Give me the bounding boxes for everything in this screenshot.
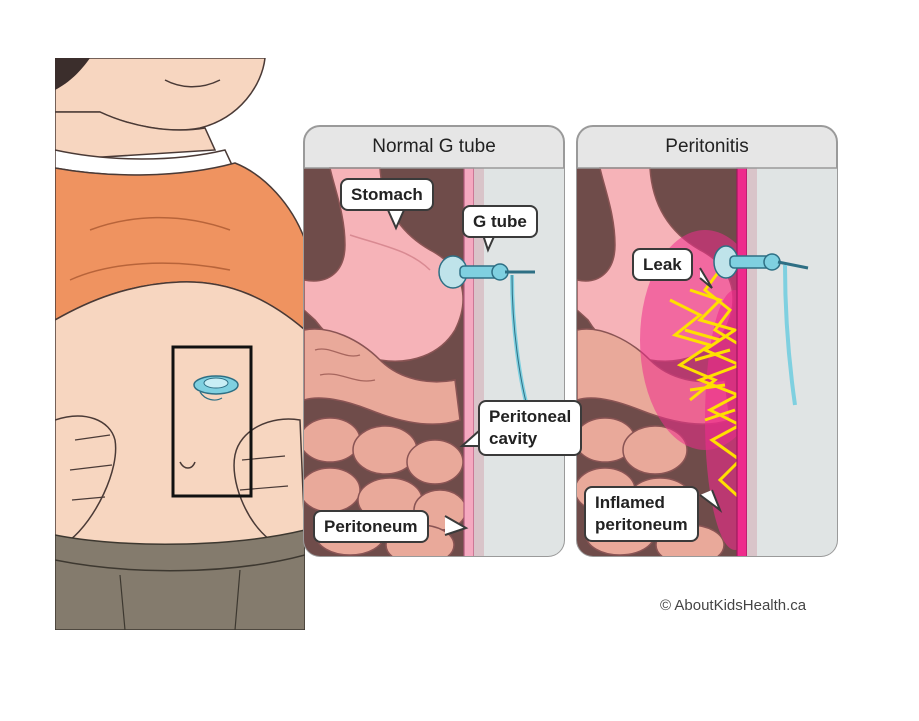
label-peritoneal-cavity-line1: Peritoneal	[489, 407, 572, 426]
label-inflamed-line1: Inflamed	[595, 493, 665, 512]
label-g-tube: G tube	[462, 205, 538, 238]
pants	[55, 529, 305, 630]
copyright-credit: © AboutKidsHealth.ca	[660, 597, 807, 614]
g-tube-peritonitis	[713, 245, 809, 406]
label-peritoneal-cavity: Peritoneal cavity	[478, 400, 583, 456]
label-peritoneum: Peritoneum	[313, 510, 429, 543]
zoom-box	[171, 345, 253, 498]
label-leak: Leak	[632, 248, 693, 281]
panel-title-normal: Normal G tube	[372, 136, 496, 157]
panel-title-peritonitis: Peritonitis	[665, 136, 749, 157]
peritoneum-inflamed	[736, 167, 748, 556]
g-tube-normal	[438, 255, 535, 411]
label-pointers	[387, 209, 723, 536]
leakage	[669, 269, 745, 502]
label-peritoneal-cavity-line2: cavity	[489, 429, 538, 448]
child-illustration	[55, 58, 305, 630]
g-tube-button	[193, 375, 239, 401]
label-stomach: Stomach	[340, 178, 434, 211]
label-inflamed-peritoneum: Inflamed peritoneum	[584, 486, 699, 542]
label-inflamed-line2: peritoneum	[595, 515, 688, 534]
stomach-normal	[304, 167, 464, 362]
